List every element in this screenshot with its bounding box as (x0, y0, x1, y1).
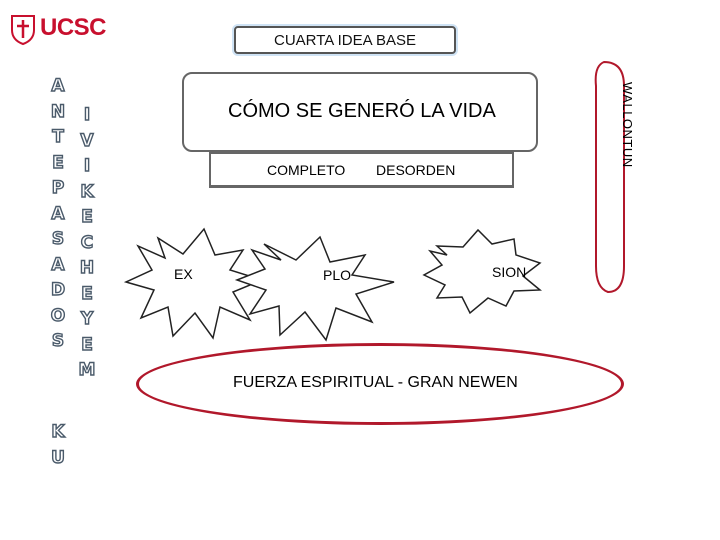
letter: D (50, 279, 66, 300)
main-box (182, 72, 538, 152)
letter: K (51, 421, 66, 442)
burst-shape-sion (422, 228, 542, 315)
letter: K (80, 181, 95, 202)
inner-label-desorden: DESORDEN (376, 162, 456, 178)
letter: C (80, 232, 94, 253)
letter: I (83, 155, 91, 176)
letter: N (50, 101, 66, 122)
burst-shape-ex (123, 227, 265, 340)
vertical-word-ku: K U (48, 421, 68, 473)
letter: A (51, 203, 66, 224)
burst-label-plo: PLO (323, 267, 352, 283)
vertical-word-antepasados: A N T E P A S A D O S (48, 75, 68, 357)
burst-label-ex: EX (174, 266, 193, 282)
letter: U (50, 447, 65, 468)
letter: P (51, 177, 65, 198)
letter: M (78, 359, 96, 380)
letter: A (51, 254, 66, 275)
page-title: CUARTA IDEA BASE (234, 26, 456, 54)
letter: Y (80, 308, 94, 329)
crest-icon (11, 15, 35, 46)
letter: O (50, 305, 66, 326)
logo-text: UCSC (40, 14, 107, 41)
ucsc-logo: UCSC (8, 12, 118, 46)
spiritual-force-ellipse (136, 343, 624, 425)
vertical-word-ivikecheyem: I V I K E C H E Y E M (77, 104, 97, 386)
ellipse-label: FUERZA ESPIRITUAL - GRAN NEWEN (233, 374, 518, 391)
letter: A (51, 75, 66, 96)
burst-label-sion: SION (492, 264, 527, 280)
letter: S (51, 330, 65, 351)
letter: E (51, 152, 64, 173)
letter: H (79, 257, 95, 278)
burst-shape-plo (234, 235, 395, 342)
main-heading: CÓMO SE GENERÓ LA VIDA (228, 100, 496, 122)
side-label-wallontun: WALLONTUN (620, 82, 635, 168)
letter: T (51, 126, 64, 147)
letter: V (80, 130, 95, 151)
letter: E (80, 206, 93, 227)
letter: S (51, 228, 65, 249)
inner-label-completo: COMPLETO (267, 162, 346, 178)
inner-box (209, 152, 514, 188)
letter: E (80, 334, 93, 355)
side-arc (594, 60, 625, 294)
letter: E (80, 283, 93, 304)
letter: I (83, 104, 91, 125)
